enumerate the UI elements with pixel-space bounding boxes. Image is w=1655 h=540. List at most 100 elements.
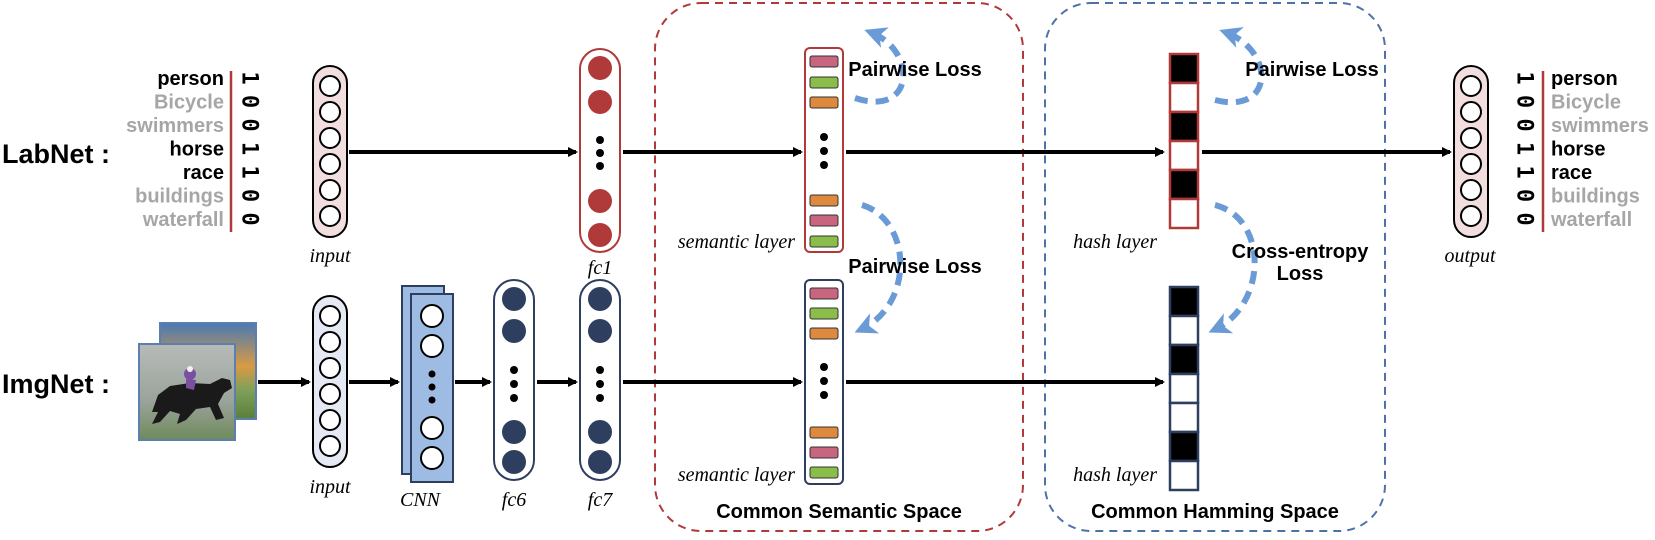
labnet-input-layer <box>312 65 348 238</box>
semantic-layer-bottom-label: semantic layer <box>678 464 795 486</box>
racehorse-photo-icon <box>138 322 257 441</box>
fc1-label: fc1 <box>588 257 612 279</box>
output-label: output <box>1444 245 1496 267</box>
neuron <box>319 153 341 175</box>
input-tag: horse <box>170 139 224 161</box>
cnn-block <box>401 285 454 483</box>
fc7-layer <box>579 279 621 481</box>
pairwise-loss-cross-label: Pairwise Loss <box>848 256 981 278</box>
hash-bit-cell <box>1168 343 1200 376</box>
input-tag: buildings <box>135 186 224 208</box>
hash-bit-cell <box>1168 430 1200 463</box>
input-tag: waterfall <box>142 209 224 231</box>
semantic-layer-top-label: semantic layer <box>678 231 795 253</box>
input-bit: 0 <box>237 118 262 131</box>
input-label-vector: 1 0 0 1 1 0 0 <box>237 71 262 225</box>
imgnet-row-label: ImgNet : <box>2 369 110 399</box>
fc6-label: fc6 <box>502 489 526 511</box>
neuron <box>319 179 341 201</box>
cnn-label: CNN <box>400 489 442 511</box>
hash-bit-cell <box>1168 168 1200 201</box>
hash-bit-cell <box>1168 372 1200 405</box>
output-tag: swimmers <box>1551 115 1649 137</box>
cross-entropy-loss-arrow <box>1208 202 1258 334</box>
common-semantic-space-box <box>654 2 1024 532</box>
common-hamming-space-label: Common Hamming Space <box>1091 501 1339 523</box>
input-tag: Bicycle <box>154 92 224 114</box>
imgnet-input-layer <box>312 295 348 468</box>
output-tag-list: personBicycleswimmershorseracebuildingsw… <box>1550 68 1649 231</box>
hash-bit-cell <box>1168 139 1200 172</box>
output-tag: buildings <box>1551 186 1640 208</box>
hash-bit-cell <box>1168 81 1200 114</box>
fc6-layer <box>493 279 535 481</box>
hash-bit-cell <box>1168 197 1200 230</box>
output-bit: 0 <box>1512 118 1537 131</box>
hash-bit-cell <box>1168 314 1200 347</box>
neuron <box>1460 127 1482 149</box>
hash-layer-bottom-label: hash layer <box>1073 464 1157 486</box>
common-semantic-space-label: Common Semantic Space <box>716 501 962 523</box>
hash-bit-cell <box>1168 285 1200 318</box>
neuron <box>319 101 341 123</box>
neuron <box>319 383 341 405</box>
pairwise-loss-semantic-label: Pairwise Loss <box>848 59 981 81</box>
neuron <box>319 305 341 327</box>
neuron <box>1460 153 1482 175</box>
output-label-vector: 1 0 0 1 1 0 0 <box>1512 71 1537 225</box>
neuron <box>1460 101 1482 123</box>
fc7-label: fc7 <box>588 489 613 511</box>
imgnet-input-label: input <box>309 476 351 498</box>
hash-layer-top-label: hash layer <box>1073 231 1157 253</box>
neuron <box>1460 75 1482 97</box>
neuron <box>1460 179 1482 201</box>
common-hamming-space-box <box>1044 2 1386 532</box>
output-bit: 1 <box>1512 142 1537 155</box>
neuron <box>319 409 341 431</box>
output-bit: 0 <box>1512 95 1537 108</box>
fc1-layer <box>579 48 621 253</box>
input-bit: 1 <box>237 165 262 178</box>
hash-bit-cell <box>1168 110 1200 143</box>
input-bit: 0 <box>237 212 262 225</box>
pairwise-loss-hash-label: Pairwise Loss <box>1245 59 1378 81</box>
hash-bit-cell <box>1168 52 1200 85</box>
semantic-layer-bottom <box>804 279 844 485</box>
labnet-row-label: LabNet : <box>2 139 110 169</box>
output-bit: 1 <box>1512 71 1537 84</box>
hash-layer-top <box>1168 52 1200 230</box>
hash-layer-bottom <box>1168 285 1200 492</box>
output-tag: horse <box>1551 139 1605 161</box>
neuron <box>319 331 341 353</box>
output-tag: person <box>1551 68 1618 90</box>
cross-entropy-loss-label-line1: Cross-entropy <box>1232 241 1370 263</box>
output-bit: 1 <box>1512 165 1537 178</box>
output-bit: 0 <box>1512 189 1537 202</box>
neuron <box>319 75 341 97</box>
output-tag: waterfall <box>1550 209 1632 231</box>
input-tag: race <box>183 162 224 184</box>
input-bit: 1 <box>237 142 262 155</box>
input-tag-list: personBicycleswimmershorseracebuildingsw… <box>126 68 224 231</box>
cross-entropy-loss-label-line2: Loss <box>1277 263 1324 285</box>
neuron <box>319 127 341 149</box>
labnet-input-label: input <box>309 245 351 267</box>
pairwise-loss-cross-arrow <box>854 202 904 334</box>
hash-bit-cell <box>1168 401 1200 434</box>
output-tag: Bicycle <box>1551 92 1621 114</box>
labnet-output-layer <box>1453 65 1489 238</box>
neuron <box>319 357 341 379</box>
input-bit: 0 <box>237 189 262 202</box>
output-tag: race <box>1551 162 1592 184</box>
input-bit: 0 <box>237 95 262 108</box>
input-bit: 1 <box>237 71 262 84</box>
input-tag: person <box>157 68 224 90</box>
semantic-layer-top <box>804 47 844 253</box>
hash-bit-cell <box>1168 459 1200 492</box>
input-tag: swimmers <box>126 115 224 137</box>
output-bit: 0 <box>1512 212 1537 225</box>
neuron <box>319 435 341 457</box>
neuron <box>319 205 341 227</box>
neuron <box>1460 205 1482 227</box>
